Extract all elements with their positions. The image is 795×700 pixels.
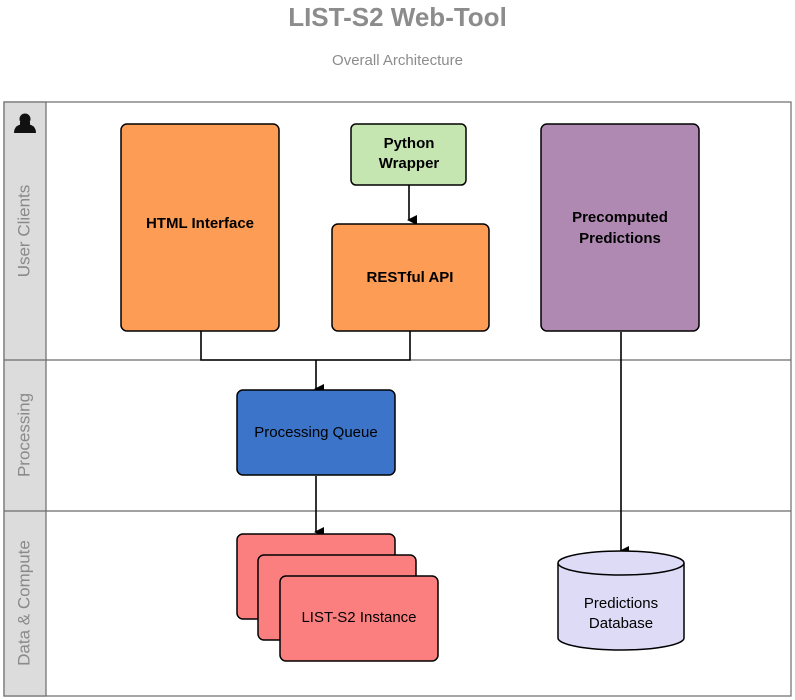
node-precomputed-predictions: Precomputed Predictions [540,123,700,332]
node-precomputed-label-line2: Predictions [579,230,661,247]
node-predictions-database: Predictions Database [557,550,685,651]
node-processing-queue-label: Processing Queue [254,424,377,441]
node-processing-queue: Processing Queue [236,389,396,476]
node-html-interface-label: HTML Interface [146,215,254,232]
node-restful-api-box [331,223,490,332]
lane-header-column [3,101,47,697]
node-database-top [557,550,685,576]
user-icon [14,113,36,133]
page-subtitle: Overall Architecture [332,52,463,69]
node-precomputed-predictions-box [540,123,700,332]
lane-label-data-compute: Data & Compute [14,540,33,666]
node-restful-api: RESTful API [331,223,490,332]
node-python-wrapper-box [350,123,467,186]
node-database-label-line1: Predictions [584,595,658,612]
lane-label-user-clients: User Clients [14,185,33,278]
lane-label-processing: Processing [14,393,33,477]
connectors [200,185,629,556]
node-database-label-line2: Database [589,615,653,632]
connector-clients-to-queue [200,331,411,361]
node-python-wrapper: Python Wrapper [350,123,467,186]
node-database-body [557,563,685,651]
page-title: LIST-S2 Web-Tool [288,2,507,32]
node-html-interface-box [120,123,280,332]
node-processing-queue-box [236,389,396,476]
node-python-wrapper-label-line1: Python [384,135,435,152]
node-instance-box-front [279,575,439,662]
node-list-s2-instance-stack: LIST-S2 Instance [236,533,439,662]
node-restful-api-label: RESTful API [367,269,454,286]
node-list-s2-instance-label: LIST-S2 Instance [301,609,416,626]
node-html-interface: HTML Interface [120,123,280,332]
node-python-wrapper-label-line2: Wrapper [379,155,440,172]
node-precomputed-label-line1: Precomputed [572,209,668,226]
